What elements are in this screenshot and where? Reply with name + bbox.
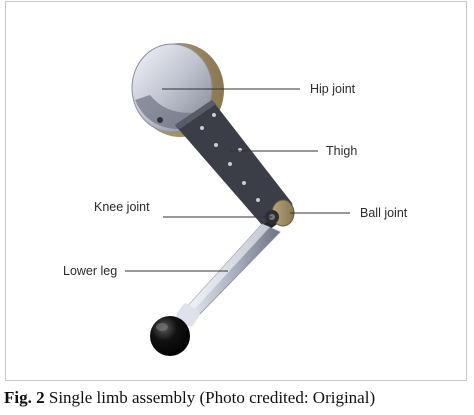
lower-leg-label: Lower leg <box>63 264 118 278</box>
figure-number: Fig. 2 <box>4 388 45 407</box>
foot-ball-part <box>150 303 200 356</box>
ball-joint-label: Ball joint <box>360 206 408 220</box>
thigh-label: Thigh <box>326 144 358 158</box>
figure-caption-text: Single limb assembly (Photo credited: Or… <box>48 388 376 407</box>
knee-joint-label: Knee joint <box>94 200 150 214</box>
figure-caption: Fig. 2 Single limb assembly (Photo credi… <box>4 388 474 408</box>
hip-joint-label: Hip joint <box>310 82 356 96</box>
